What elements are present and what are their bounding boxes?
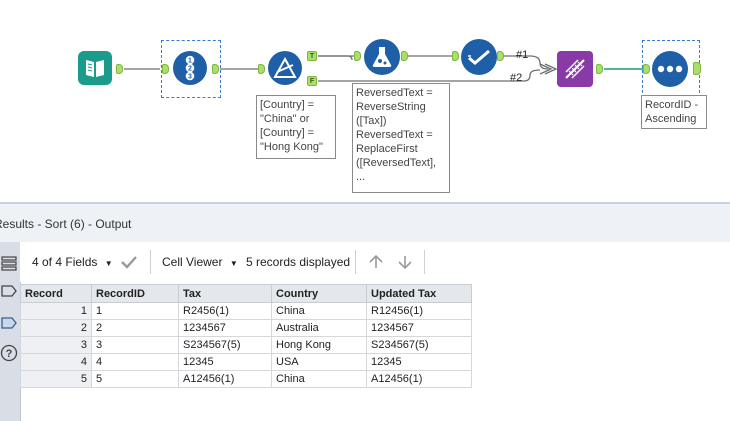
country-cell: Australia: [271, 319, 367, 337]
record-cell: 2: [20, 319, 92, 337]
results-left-rail: ?: [0, 242, 21, 421]
sort-input-anchor[interactable]: [643, 64, 650, 74]
toolbar-separator: [424, 250, 425, 274]
updated-tax-cell: R12456(1): [366, 302, 472, 320]
tag-icon[interactable]: [0, 314, 18, 332]
arrow-down-icon[interactable]: [397, 254, 413, 270]
triangle-filter-icon: [273, 57, 297, 78]
table-row[interactable]: 4 4 12345 USA 12345: [20, 353, 472, 371]
table-row[interactable]: 5 5 A12456(1) China A12456(1): [20, 370, 472, 388]
toolbar-separator: [150, 250, 151, 274]
record-id-tool[interactable]: 1 2 3: [173, 51, 207, 85]
input-data-output-anchor[interactable]: [116, 64, 123, 74]
select-input-anchor[interactable]: [452, 51, 459, 61]
svg-text:1: 1: [188, 58, 192, 65]
record-cell: 1: [20, 302, 92, 320]
column-header-updated-tax[interactable]: Updated Tax: [366, 284, 472, 303]
workflow-canvas[interactable]: 1 2 3 T F [Country] = "China" or [Countr…: [0, 0, 730, 200]
cell-viewer-dropdown[interactable]: Cell Viewer ▼: [162, 255, 238, 269]
svg-text:?: ?: [6, 348, 13, 360]
record-cell: 4: [20, 353, 92, 371]
country-cell: China: [271, 370, 367, 388]
table-row[interactable]: 3 3 S234567(5) Hong Kong S234567(5): [20, 336, 472, 354]
column-header-recordid[interactable]: RecordID: [91, 284, 179, 303]
filter-annotation: [Country] = "China" or [Country] = "Hong…: [256, 95, 336, 159]
dna-icon: [565, 59, 585, 79]
record-cell: 3: [20, 336, 92, 354]
sort-tool[interactable]: [652, 51, 688, 87]
numbered-list-icon: 1 2 3: [185, 55, 195, 81]
country-cell: USA: [271, 353, 367, 371]
updated-tax-cell: S234567(5): [366, 336, 472, 354]
country-cell: China: [271, 302, 367, 320]
recordid-cell: 5: [91, 370, 179, 388]
table-row[interactable]: 1 1 R2456(1) China R12456(1): [20, 302, 472, 320]
updated-tax-cell: A12456(1): [366, 370, 472, 388]
tax-cell: A12456(1): [178, 370, 272, 388]
column-header-country[interactable]: Country: [271, 284, 367, 303]
tax-cell: 12345: [178, 353, 272, 371]
union-output-anchor[interactable]: [596, 64, 603, 74]
records-count: 5 records displayed: [246, 255, 351, 269]
sort-output-anchor[interactable]: [693, 62, 701, 75]
connections-layer: [124, 55, 644, 82]
formula-output-anchor[interactable]: [401, 51, 408, 61]
record-id-input-anchor[interactable]: [162, 64, 169, 74]
column-header-tax[interactable]: Tax: [178, 284, 272, 303]
chevron-down-icon: ▼: [229, 259, 238, 268]
country-cell: Hong Kong: [271, 336, 367, 354]
recordid-cell: 2: [91, 319, 179, 337]
fields-label: 4 of 4 Fields: [32, 255, 98, 269]
connection-filter-false-union: [318, 69, 541, 82]
results-header: Results - Sort (6) - Output: [0, 202, 730, 242]
results-table: Record RecordID Tax Country Updated Tax …: [20, 284, 472, 388]
results-title: Results - Sort (6) - Output: [0, 217, 132, 231]
union-input-label-2: #2: [510, 72, 523, 84]
filter-true-anchor[interactable]: T: [307, 51, 317, 61]
union-tool[interactable]: [557, 51, 593, 87]
updated-tax-cell: 1234567: [366, 319, 472, 337]
input-data-tool[interactable]: [78, 51, 112, 85]
tax-cell: S234567(5): [178, 336, 272, 354]
svg-text:3: 3: [188, 74, 192, 81]
cell-viewer-label: Cell Viewer: [162, 255, 223, 269]
results-toolbar: 4 of 4 Fields ▼ Cell Viewer ▼ 5 records …: [20, 242, 730, 282]
formula-input-anchor[interactable]: [354, 51, 361, 61]
recordid-cell: 4: [91, 353, 179, 371]
flask-icon: [372, 47, 392, 67]
svg-text:2: 2: [188, 66, 192, 73]
recordid-cell: 3: [91, 336, 179, 354]
tax-cell: 1234567: [178, 319, 272, 337]
tax-cell: R2456(1): [178, 302, 272, 320]
column-header-record[interactable]: Record: [20, 284, 92, 303]
table-view-icon[interactable]: [0, 254, 18, 272]
checkmark-icon: [468, 49, 490, 65]
chevron-down-icon: ▼: [104, 259, 113, 268]
three-dots-icon: [657, 65, 683, 73]
filter-input-anchor[interactable]: [258, 64, 265, 74]
select-tool[interactable]: [461, 39, 497, 75]
table-header-row: Record RecordID Tax Country Updated Tax: [20, 284, 472, 303]
book-icon: [86, 60, 104, 77]
metadata-icon[interactable]: [0, 282, 18, 300]
updated-tax-cell: 12345: [366, 353, 472, 371]
apply-check-icon[interactable]: [120, 254, 138, 270]
recordid-cell: 1: [91, 302, 179, 320]
sort-annotation: RecordID - Ascending: [641, 95, 707, 129]
filter-false-anchor[interactable]: F: [307, 76, 317, 86]
formula-tool[interactable]: [364, 39, 400, 75]
help-icon[interactable]: ?: [0, 344, 18, 362]
record-id-output-anchor[interactable]: [212, 64, 219, 74]
table-row[interactable]: 2 2 1234567 Australia 1234567: [20, 319, 472, 337]
select-output-anchor[interactable]: [497, 51, 504, 61]
arrow-up-icon[interactable]: [368, 254, 384, 270]
filter-tool[interactable]: [268, 51, 302, 85]
union-input-label-1: #1: [516, 49, 529, 61]
fields-dropdown[interactable]: 4 of 4 Fields ▼: [32, 255, 113, 269]
formula-annotation: ReversedText = ReverseString ([Tax]) Rev…: [352, 83, 450, 193]
record-id-selection-box: [161, 40, 221, 98]
record-cell: 5: [20, 370, 92, 388]
toolbar-separator: [355, 250, 356, 274]
